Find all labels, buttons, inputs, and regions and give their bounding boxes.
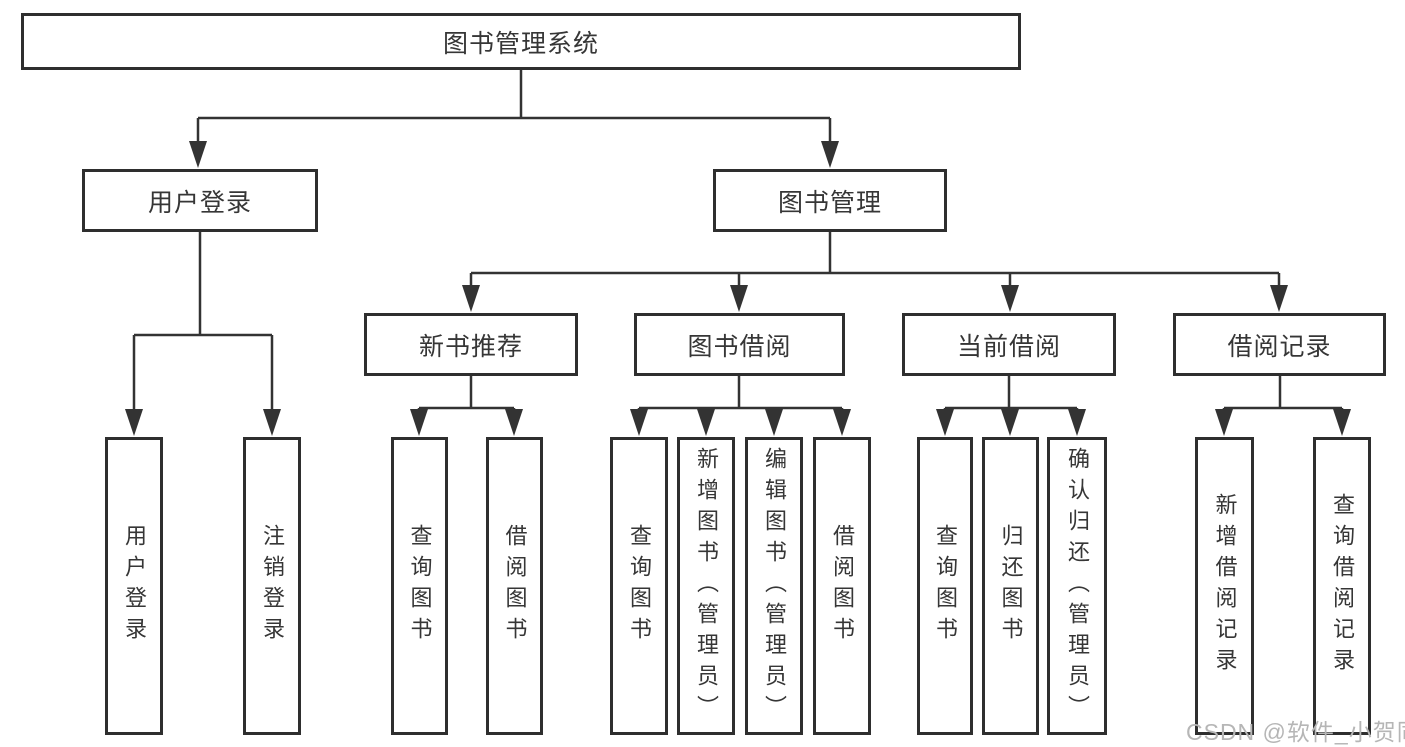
node-new-book-recommend-label: 新书推荐 (418, 332, 523, 361)
leaf-current-query-book-label: 查询图书 (933, 524, 958, 648)
node-current-borrow: 当前借阅 (902, 313, 1116, 376)
node-root-system: 图书管理系统 (21, 13, 1021, 70)
leaf-query-borrow-record-label: 查询借阅记录 (1330, 493, 1355, 679)
leaf-recommend-borrow-book-label: 借阅图书 (502, 524, 528, 648)
leaf-return-book: 归还图书 (982, 437, 1039, 735)
leaf-user-login: 用户登录 (105, 437, 163, 735)
leaf-borrow-book-label: 借阅图书 (830, 524, 855, 648)
leaf-borrow-book: 借阅图书 (813, 437, 871, 735)
leaf-confirm-return-admin-label: 确认归还（管理员） (1065, 446, 1090, 726)
leaf-current-query-book: 查询图书 (917, 437, 973, 735)
leaf-borrow-query-book-label: 查询图书 (627, 524, 652, 648)
leaf-confirm-return-admin: 确认归还（管理员） (1047, 437, 1107, 735)
leaf-recommend-borrow-book: 借阅图书 (486, 437, 543, 735)
csdn-watermark: CSDN @软件_小贺同学 (1186, 719, 1405, 745)
node-current-borrow-label: 当前借阅 (956, 332, 1061, 361)
node-new-book-recommend: 新书推荐 (364, 313, 578, 376)
node-book-borrow-label: 图书借阅 (687, 332, 792, 361)
node-root-label: 图书管理系统 (442, 29, 599, 58)
leaf-query-borrow-record: 查询借阅记录 (1313, 437, 1371, 735)
leaf-add-borrow-record: 新增借阅记录 (1195, 437, 1254, 735)
leaf-return-book-label: 归还图书 (998, 524, 1024, 648)
node-book-management: 图书管理 (713, 169, 947, 232)
leaf-add-borrow-record-label: 新增借阅记录 (1212, 493, 1238, 679)
leaf-add-book-admin: 新增图书（管理员） (677, 437, 735, 735)
leaf-recommend-query-book-label: 查询图书 (407, 524, 433, 648)
leaf-recommend-query-book: 查询图书 (391, 437, 448, 735)
node-borrow-records-label: 借阅记录 (1227, 332, 1332, 361)
node-book-borrow: 图书借阅 (634, 313, 845, 376)
arrowheads (125, 141, 1351, 436)
node-borrow-records: 借阅记录 (1173, 313, 1386, 376)
leaf-add-book-admin-label: 新增图书（管理员） (694, 446, 719, 726)
leaf-logout: 注销登录 (243, 437, 301, 735)
node-book-management-label: 图书管理 (777, 188, 882, 217)
leaf-edit-book-admin: 编辑图书（管理员） (745, 437, 803, 735)
leaf-edit-book-admin-label: 编辑图书（管理员） (762, 446, 787, 726)
leaf-logout-label: 注销登录 (260, 524, 285, 648)
leaf-user-login-label: 用户登录 (122, 524, 147, 648)
leaf-borrow-query-book: 查询图书 (610, 437, 668, 735)
node-user-login-label: 用户登录 (147, 188, 252, 217)
node-user-login: 用户登录 (82, 169, 318, 232)
